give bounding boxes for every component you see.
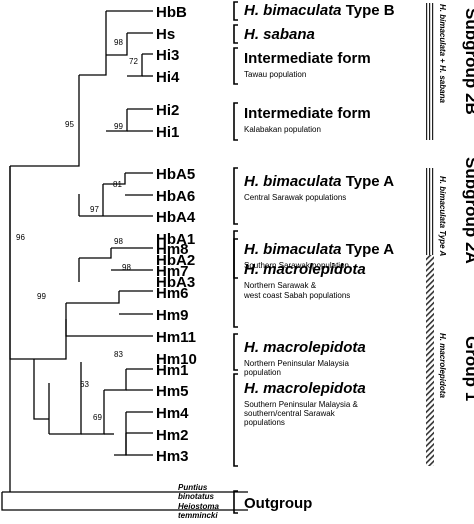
leaf-label: HbA1: [156, 231, 195, 248]
leaf-labels: HbB Hs Hi3 Hi4 Hi2 Hi1 HbA5 HbA6 HbA4 Hb…: [156, 4, 197, 465]
leaf-label: HbB: [156, 4, 187, 21]
bootstrap-value: 99: [114, 122, 123, 131]
outgroup-taxon-line2: binotatus: [178, 492, 215, 501]
annotation-title: Intermediate form: [244, 50, 371, 67]
bootstrap-value: 96: [16, 233, 25, 242]
group-label: Subgroup 2A: [462, 157, 474, 264]
bootstrap-value: 97: [90, 205, 99, 214]
leaf-label: HbA4: [156, 209, 196, 226]
group-1-bar: [426, 255, 434, 466]
annotation-title: H. macrolepidota: [244, 261, 366, 278]
group-label: Subgroup 2B: [462, 8, 474, 115]
annotation-note: Northern Peninsular Malaysia: [244, 359, 349, 368]
outgroup-taxa: Puntius binotatus Heiostoma temmincki: [178, 483, 219, 520]
subgroup-2b-bar: [426, 3, 434, 140]
bootstrap-value: 63: [80, 380, 89, 389]
annotation-title: H. sabana: [244, 26, 315, 43]
annotation-title: H. macrolepidota: [244, 339, 366, 356]
annotation-title: H. bimaculata Type B: [244, 2, 395, 19]
leaf-label: Hm11: [156, 329, 196, 346]
leaf-label: Hm7: [156, 263, 189, 280]
annotation-title: H. macrolepidota: [244, 380, 366, 397]
leaf-label: HbA5: [156, 166, 195, 183]
bootstrap-value: 83: [114, 350, 123, 359]
leaf-label: Hm9: [156, 307, 189, 324]
group-sublabel: H. bimaculata + H. sabana: [438, 4, 447, 103]
annotation-title: Intermediate form: [244, 105, 371, 122]
subgroup-2a-bar: [426, 168, 434, 280]
leaf-label: HbA3: [156, 274, 195, 291]
bootstrap-value: 81: [113, 180, 122, 189]
annotation-note: west coast Sabah populations: [243, 291, 350, 300]
clade-bracket: [233, 238, 238, 328]
annotation-title: Outgroup: [244, 495, 312, 512]
bootstrap-value: 98: [122, 263, 131, 272]
bootstrap-value: 69: [93, 413, 102, 422]
bootstrap-values: 98 72 99 95 81 97 98 96 98 99 83 63 69: [16, 38, 138, 422]
bootstrap-value: 99: [37, 292, 46, 301]
leaf-label: Hm3: [156, 448, 189, 465]
annotation-note: population: [244, 368, 281, 377]
leaf-label: Hm8: [156, 241, 189, 258]
leaf-label: HbA6: [156, 188, 195, 205]
annotation-note: Tawau population: [244, 70, 306, 79]
leaf-label: Hm1: [156, 362, 189, 379]
annotation-note: Southern Sarawak population: [244, 261, 349, 270]
annotation-note: populations: [244, 418, 285, 427]
bootstrap-value: 95: [65, 120, 74, 129]
outgroup-taxon-line2: temmincki: [178, 511, 218, 520]
leaf-label: Hm4: [156, 405, 189, 422]
outgroup-taxon-line1: Puntius: [178, 483, 208, 492]
leaf-label: Hm5: [156, 383, 189, 400]
leaf-label: Hm6: [156, 285, 189, 302]
leaf-label: Hs: [156, 26, 175, 43]
leaf-label: Hi4: [156, 69, 180, 86]
bootstrap-value: 72: [129, 57, 138, 66]
bootstrap-value: 98: [114, 237, 123, 246]
group-label: Group 1: [462, 336, 474, 401]
clade-annotations: H. bimaculata Type B H. sabana Intermedi…: [243, 2, 395, 512]
annotation-title: H. bimaculata Type A: [244, 173, 394, 190]
group-bars: [426, 3, 434, 466]
group-sublabel: H. macrolepidota: [438, 333, 447, 398]
annotation-note: Southern Peninsular Malaysia &: [244, 400, 359, 409]
leaf-label: Hm10: [156, 351, 197, 368]
annotation-note: Central Sarawak populations: [244, 193, 346, 202]
leaf-label: Hi2: [156, 102, 179, 119]
outgroup-taxon-line1: Heiostoma: [178, 502, 219, 511]
leaf-label: Hm2: [156, 427, 189, 444]
annotation-title: H. bimaculata Type A: [244, 241, 394, 258]
annotation-note: Northern Sarawak &: [244, 281, 317, 290]
bootstrap-value: 98: [114, 38, 123, 47]
leaf-label: HbA2: [156, 252, 195, 269]
group-labels: Subgroup 2B H. bimaculata + H. sabana Su…: [438, 4, 474, 401]
annotation-note: Kalabakan population: [244, 125, 321, 134]
group-sublabel: H. bimaculata Type A: [438, 176, 447, 257]
leaf-label: Hi1: [156, 124, 179, 141]
leaf-label: Hi3: [156, 47, 179, 64]
tree-branches: [1, 10, 248, 511]
annotation-note: southern/central Sarawak: [244, 409, 336, 418]
